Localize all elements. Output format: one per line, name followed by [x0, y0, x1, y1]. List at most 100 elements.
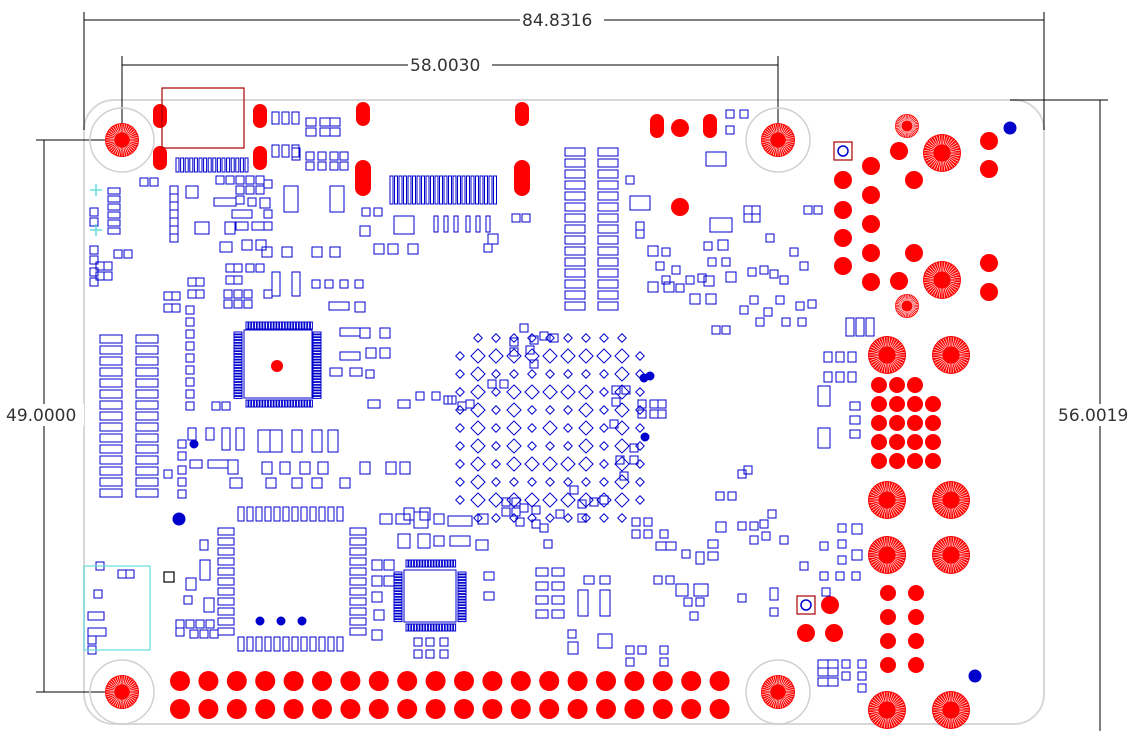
pad-spoke [108, 696, 116, 702]
passive-component [393, 215, 415, 235]
pad-spoke [768, 126, 774, 134]
pad-spoke [872, 714, 881, 721]
qfp-pin [312, 339, 322, 343]
qfp-pin [273, 321, 277, 330]
passive-component [163, 303, 173, 313]
pad-spoke [943, 135, 946, 145]
passive-component [329, 246, 341, 258]
qfp-pin [262, 399, 266, 408]
qfp-pin [433, 559, 437, 568]
passive-component [175, 627, 185, 637]
pad-spoke [959, 349, 969, 353]
pad-spoke [124, 147, 128, 156]
passive-component [779, 275, 789, 285]
qfp-pin [416, 623, 420, 632]
connector-pin [273, 506, 281, 522]
bga-pad [581, 477, 591, 487]
copper-pad [271, 360, 283, 372]
pad-spoke [957, 699, 966, 706]
passive-component [235, 427, 245, 451]
bga-pad [455, 351, 465, 361]
qfp-pin [457, 591, 467, 595]
resistor-array [564, 158, 586, 168]
resistor-array [597, 257, 619, 267]
pad-spoke [869, 704, 879, 708]
bga-pad [635, 369, 645, 379]
passive-component [765, 233, 775, 243]
pad-spoke [959, 556, 969, 559]
pad-spoke [940, 361, 947, 370]
pad-spoke [894, 558, 904, 564]
slot-pad [514, 160, 530, 196]
pad-spoke [954, 362, 960, 372]
passive-component [259, 197, 271, 209]
pad-spoke [900, 296, 905, 302]
silk-dot [189, 439, 199, 449]
qfp-pin [251, 321, 255, 330]
passive-component [483, 571, 495, 581]
passive-component [199, 539, 209, 551]
resistor-array [99, 334, 123, 344]
bga-pad [614, 474, 630, 490]
passive-component [711, 325, 721, 335]
resistor-array [99, 422, 123, 432]
pad-spoke [936, 135, 940, 145]
resistor-array [217, 567, 235, 576]
pad-spoke [894, 346, 904, 352]
passive-component [251, 221, 265, 231]
passive-component [123, 249, 133, 259]
pad-spoke [780, 676, 784, 685]
passive-component [725, 271, 737, 283]
passive-component [433, 215, 439, 233]
pad-spoke [957, 344, 966, 351]
connector-pin [416, 175, 421, 205]
bga-pad [491, 405, 501, 415]
passive-component [751, 213, 761, 223]
connector-pin [448, 175, 452, 205]
passive-component [743, 213, 753, 223]
pad-spoke [896, 122, 902, 125]
passive-component [169, 233, 179, 243]
passive-component [599, 575, 611, 585]
resistor-array [349, 597, 367, 606]
pad-spoke [762, 689, 771, 692]
bga-pad [491, 459, 501, 469]
pad-spoke [957, 544, 966, 551]
bga-pad [506, 402, 522, 418]
pad-spoke [122, 147, 125, 156]
pad-spoke [125, 125, 130, 134]
pad-spoke [895, 306, 902, 309]
bga-pad [581, 513, 591, 523]
connector-pin [264, 506, 272, 522]
pad-spoke [895, 351, 905, 354]
copper-pad [925, 434, 941, 450]
pad-spoke [782, 146, 788, 154]
pad-spoke [933, 356, 943, 359]
pad-spoke [955, 361, 962, 370]
pad-spoke [952, 508, 955, 518]
small-part [291, 111, 300, 125]
header-pin [510, 671, 531, 691]
pad-spoke [952, 337, 955, 347]
test-point [90, 184, 102, 196]
dimension-left: 49.0000 [6, 406, 76, 426]
pad-spoke [910, 297, 916, 303]
qfp-pin [233, 379, 243, 383]
pad-spoke [112, 678, 118, 686]
passive-component [501, 497, 511, 507]
pad-spoke [959, 704, 969, 708]
bga-pad [599, 459, 609, 469]
resistor-array [564, 169, 586, 179]
connector-pin [466, 175, 470, 205]
pad-spoke [892, 715, 900, 723]
passive-component [169, 201, 179, 211]
pad-spoke [958, 503, 968, 509]
passive-component [233, 275, 243, 285]
passive-component [599, 589, 611, 617]
pad-spoke [947, 537, 950, 547]
passive-component [439, 649, 449, 659]
bga-pad [524, 384, 540, 400]
pad-spoke [950, 154, 960, 157]
pad-spoke [775, 124, 778, 133]
mounting-hole [745, 107, 811, 173]
